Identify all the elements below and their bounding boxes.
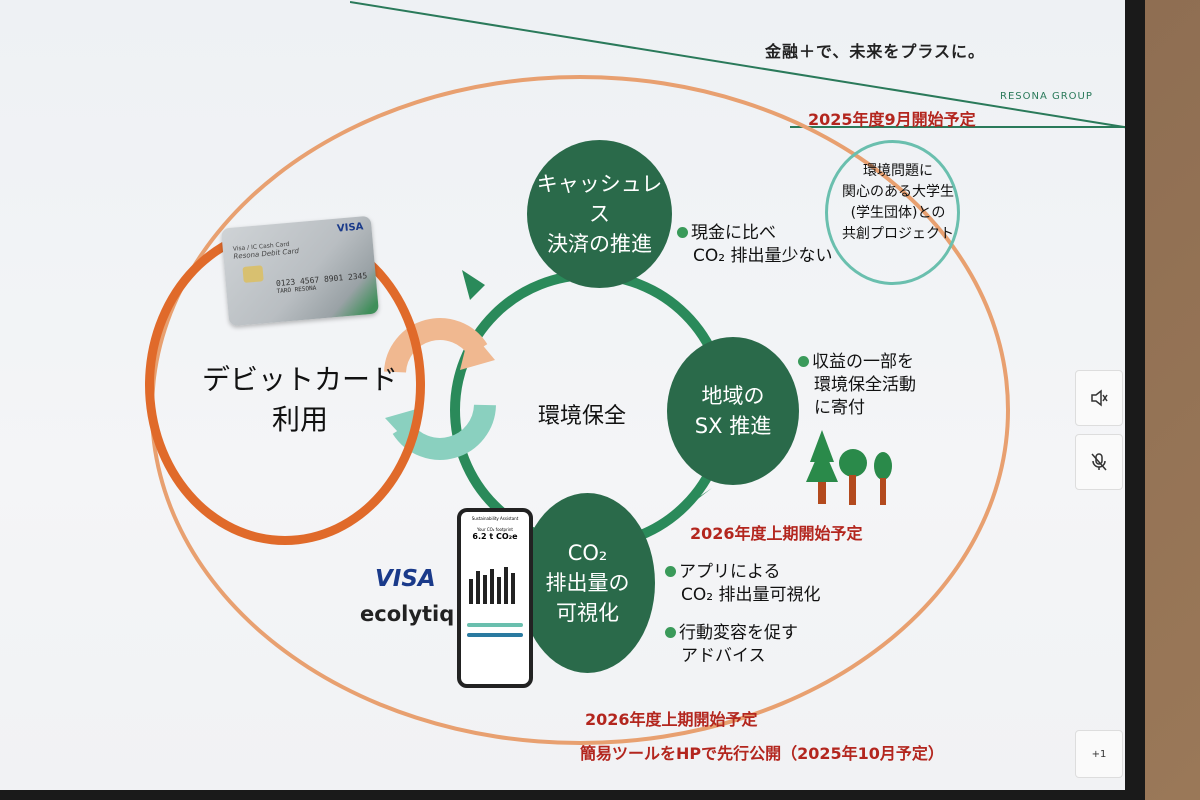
chip-icon bbox=[242, 265, 264, 283]
phone-app-title: Sustainability Assistant bbox=[471, 516, 519, 521]
debit-label-line1: デビットカード bbox=[201, 363, 398, 396]
bullet-cashless: 現金に比べ CO₂ 排出量少ない bbox=[677, 222, 832, 268]
node-label: 地域の bbox=[701, 384, 765, 408]
bullet-app: アプリによる CO₂ 排出量可視化 bbox=[665, 561, 820, 607]
reaction-counter-button[interactable]: +1 bbox=[1075, 730, 1123, 778]
refresh-arrow-top-head bbox=[460, 330, 495, 370]
project-line: (学生団体)との bbox=[850, 205, 946, 221]
card-header: Visa / IC Cash Card Resona Debit Card bbox=[233, 240, 300, 261]
bullet-text: アドバイス bbox=[681, 646, 766, 666]
tool-note: 簡易ツールをHPで先行公開（2025年10月予定） bbox=[580, 744, 944, 763]
group-name: RESONA GROUP bbox=[1000, 91, 1093, 102]
node-cashless: キャッシュレス 決済の推進 bbox=[527, 140, 672, 288]
project-description: 環境問題に 関心のある大学生 (学生団体)との 共創プロジェクト bbox=[838, 161, 958, 245]
bullet-advice: 行動変容を促す アドバイス bbox=[665, 622, 798, 668]
phone-progress-bar bbox=[467, 623, 523, 627]
debit-card-image: VISA Visa / IC Cash Card Resona Debit Ca… bbox=[221, 215, 379, 327]
bullet-regional: 収益の一部を 環境保全活動 に寄付 bbox=[798, 351, 916, 420]
trees-icon bbox=[806, 430, 892, 505]
ecolytiq-logo: ecolytiq bbox=[360, 602, 455, 626]
bullet-text: 行動変容を促す bbox=[679, 623, 798, 643]
node-label: CO₂ bbox=[567, 541, 608, 565]
phone-footprint-value: 6.2 t CO₂e bbox=[472, 532, 518, 541]
visa-logo: VISA bbox=[375, 566, 436, 592]
bullet-text: 収益の一部を bbox=[812, 352, 914, 372]
project-start-date: 2025年度9月開始予定 bbox=[808, 110, 976, 129]
node-label: 可視化 bbox=[556, 601, 619, 625]
cycle-arrow-head bbox=[462, 270, 485, 300]
phone-footprint-label: Your CO₂ footprint bbox=[477, 527, 513, 532]
project-line: 共創プロジェクト bbox=[842, 226, 954, 242]
speaker-icon bbox=[1091, 389, 1108, 407]
regional-start-date: 2026年度上期開始予定 bbox=[690, 524, 863, 543]
slide-tagline: 金融＋で、未来をプラスに。 bbox=[765, 42, 986, 61]
phone-mockup: Sustainability Assistant Your CO₂ footpr… bbox=[457, 508, 533, 688]
bullet-text: CO₂ 排出量可視化 bbox=[681, 585, 821, 605]
node-label: SX 推進 bbox=[694, 414, 772, 438]
bullet-text: 環境保全活動 bbox=[814, 375, 916, 395]
bullet-dot-icon bbox=[798, 356, 809, 367]
debit-label: デビットカード 利用 bbox=[180, 360, 420, 440]
project-line: 環境問題に bbox=[863, 163, 933, 179]
node-co2-visualization: CO₂ 排出量の 可視化 bbox=[520, 493, 655, 673]
phone-progress-bar bbox=[467, 633, 523, 637]
bullet-dot-icon bbox=[677, 227, 688, 238]
card-number: 0123 4567 8901 2345 TARO RESONA bbox=[276, 271, 369, 295]
co2-start-date: 2026年度上期開始予定 bbox=[585, 710, 758, 729]
speaker-button[interactable] bbox=[1075, 370, 1123, 426]
node-label: キャッシュレス bbox=[536, 172, 663, 226]
phone-bar-chart bbox=[469, 567, 515, 604]
node-regional-sx: 地域の SX 推進 bbox=[667, 337, 799, 485]
mic-button[interactable] bbox=[1075, 434, 1123, 490]
bullet-dot-icon bbox=[665, 566, 676, 577]
debit-label-line2: 利用 bbox=[271, 403, 328, 436]
project-circle bbox=[825, 140, 960, 285]
mic-off-icon bbox=[1091, 453, 1107, 471]
bullet-text: CO₂ 排出量少ない bbox=[693, 246, 833, 266]
bullet-text: アプリによる bbox=[679, 562, 781, 582]
bullet-text: に寄付 bbox=[814, 398, 865, 418]
center-label: 環境保全 bbox=[538, 404, 627, 429]
visa-card-logo: VISA bbox=[336, 221, 364, 235]
cycle-arrow-head bbox=[680, 480, 712, 510]
bullet-text: 現金に比べ bbox=[691, 223, 776, 243]
node-label: 排出量の bbox=[545, 571, 630, 595]
node-label: 決済の推進 bbox=[547, 232, 652, 256]
bullet-dot-icon bbox=[665, 627, 676, 638]
header-rule bbox=[350, 1, 1125, 129]
slide: 金融＋で、未来をプラスに。 RESONA GROUP 2025年度9月開始予定 … bbox=[0, 0, 1125, 790]
project-line: 関心のある大学生 bbox=[842, 184, 954, 200]
screen-bezel: 金融＋で、未来をプラスに。 RESONA GROUP 2025年度9月開始予定 … bbox=[0, 0, 1145, 800]
